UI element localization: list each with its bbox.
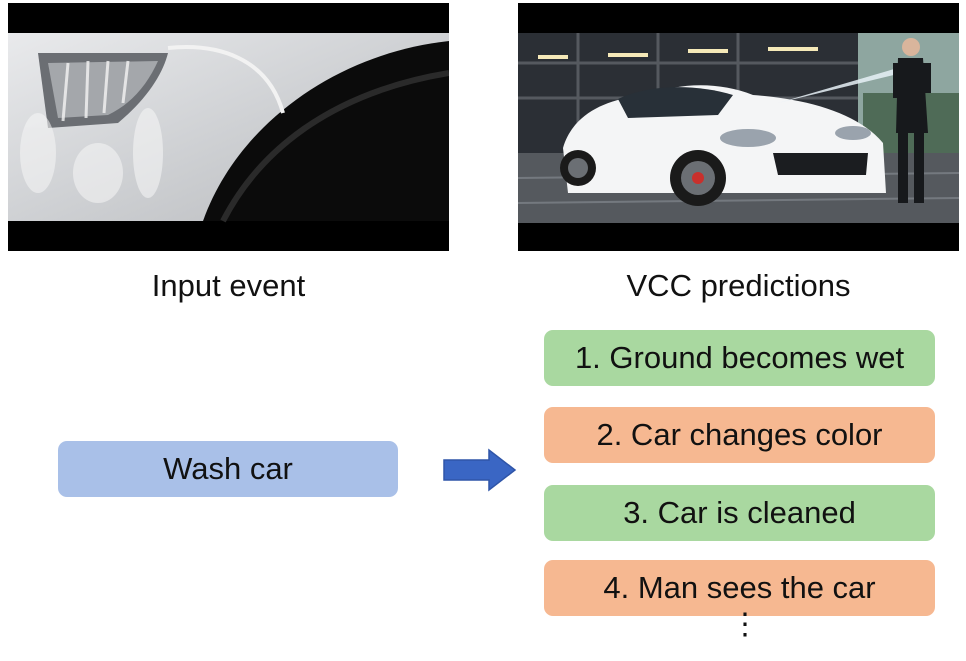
more-predictions-ellipsis: ⋮ bbox=[730, 608, 760, 641]
input-video-frame bbox=[8, 3, 449, 251]
prediction-item-4: 4. Man sees the car bbox=[544, 560, 935, 616]
prediction-item-1: 1. Ground becomes wet bbox=[544, 330, 935, 386]
prediction-item-2: 2. Car changes color bbox=[544, 407, 935, 463]
vcc-predictions-caption: VCC predictions bbox=[626, 268, 851, 303]
prediction-item-3: 3. Car is cleaned bbox=[544, 485, 935, 541]
input-event-caption: Input event bbox=[151, 268, 306, 303]
right-arrow-icon bbox=[443, 448, 517, 492]
input-event-box: Wash car bbox=[58, 441, 398, 497]
prediction-video-frame bbox=[518, 3, 959, 251]
